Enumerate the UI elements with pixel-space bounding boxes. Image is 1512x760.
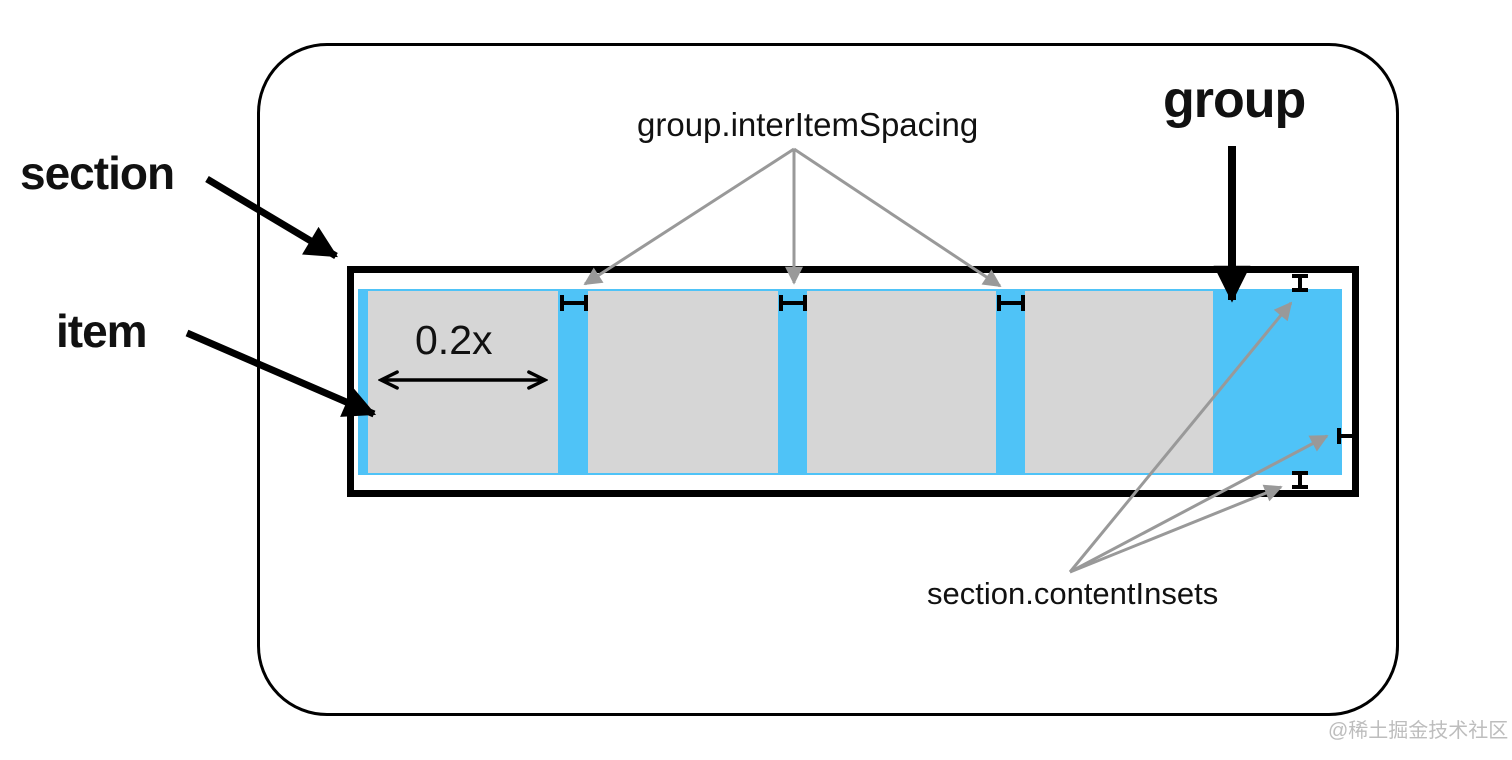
- inter-item-spacing-label: group.interItemSpacing: [637, 106, 979, 143]
- section-label: section: [20, 147, 175, 199]
- content-insets-label: section.contentInsets: [927, 576, 1219, 611]
- item-block-4: [1025, 291, 1213, 473]
- group-label: group: [1163, 71, 1306, 129]
- item-width-label: 0.2x: [415, 317, 493, 363]
- item-block-3: [807, 291, 996, 473]
- item-label: item: [56, 305, 148, 357]
- watermark: @稀土掘金技术社区: [1328, 720, 1509, 742]
- item-block-2: [588, 291, 778, 473]
